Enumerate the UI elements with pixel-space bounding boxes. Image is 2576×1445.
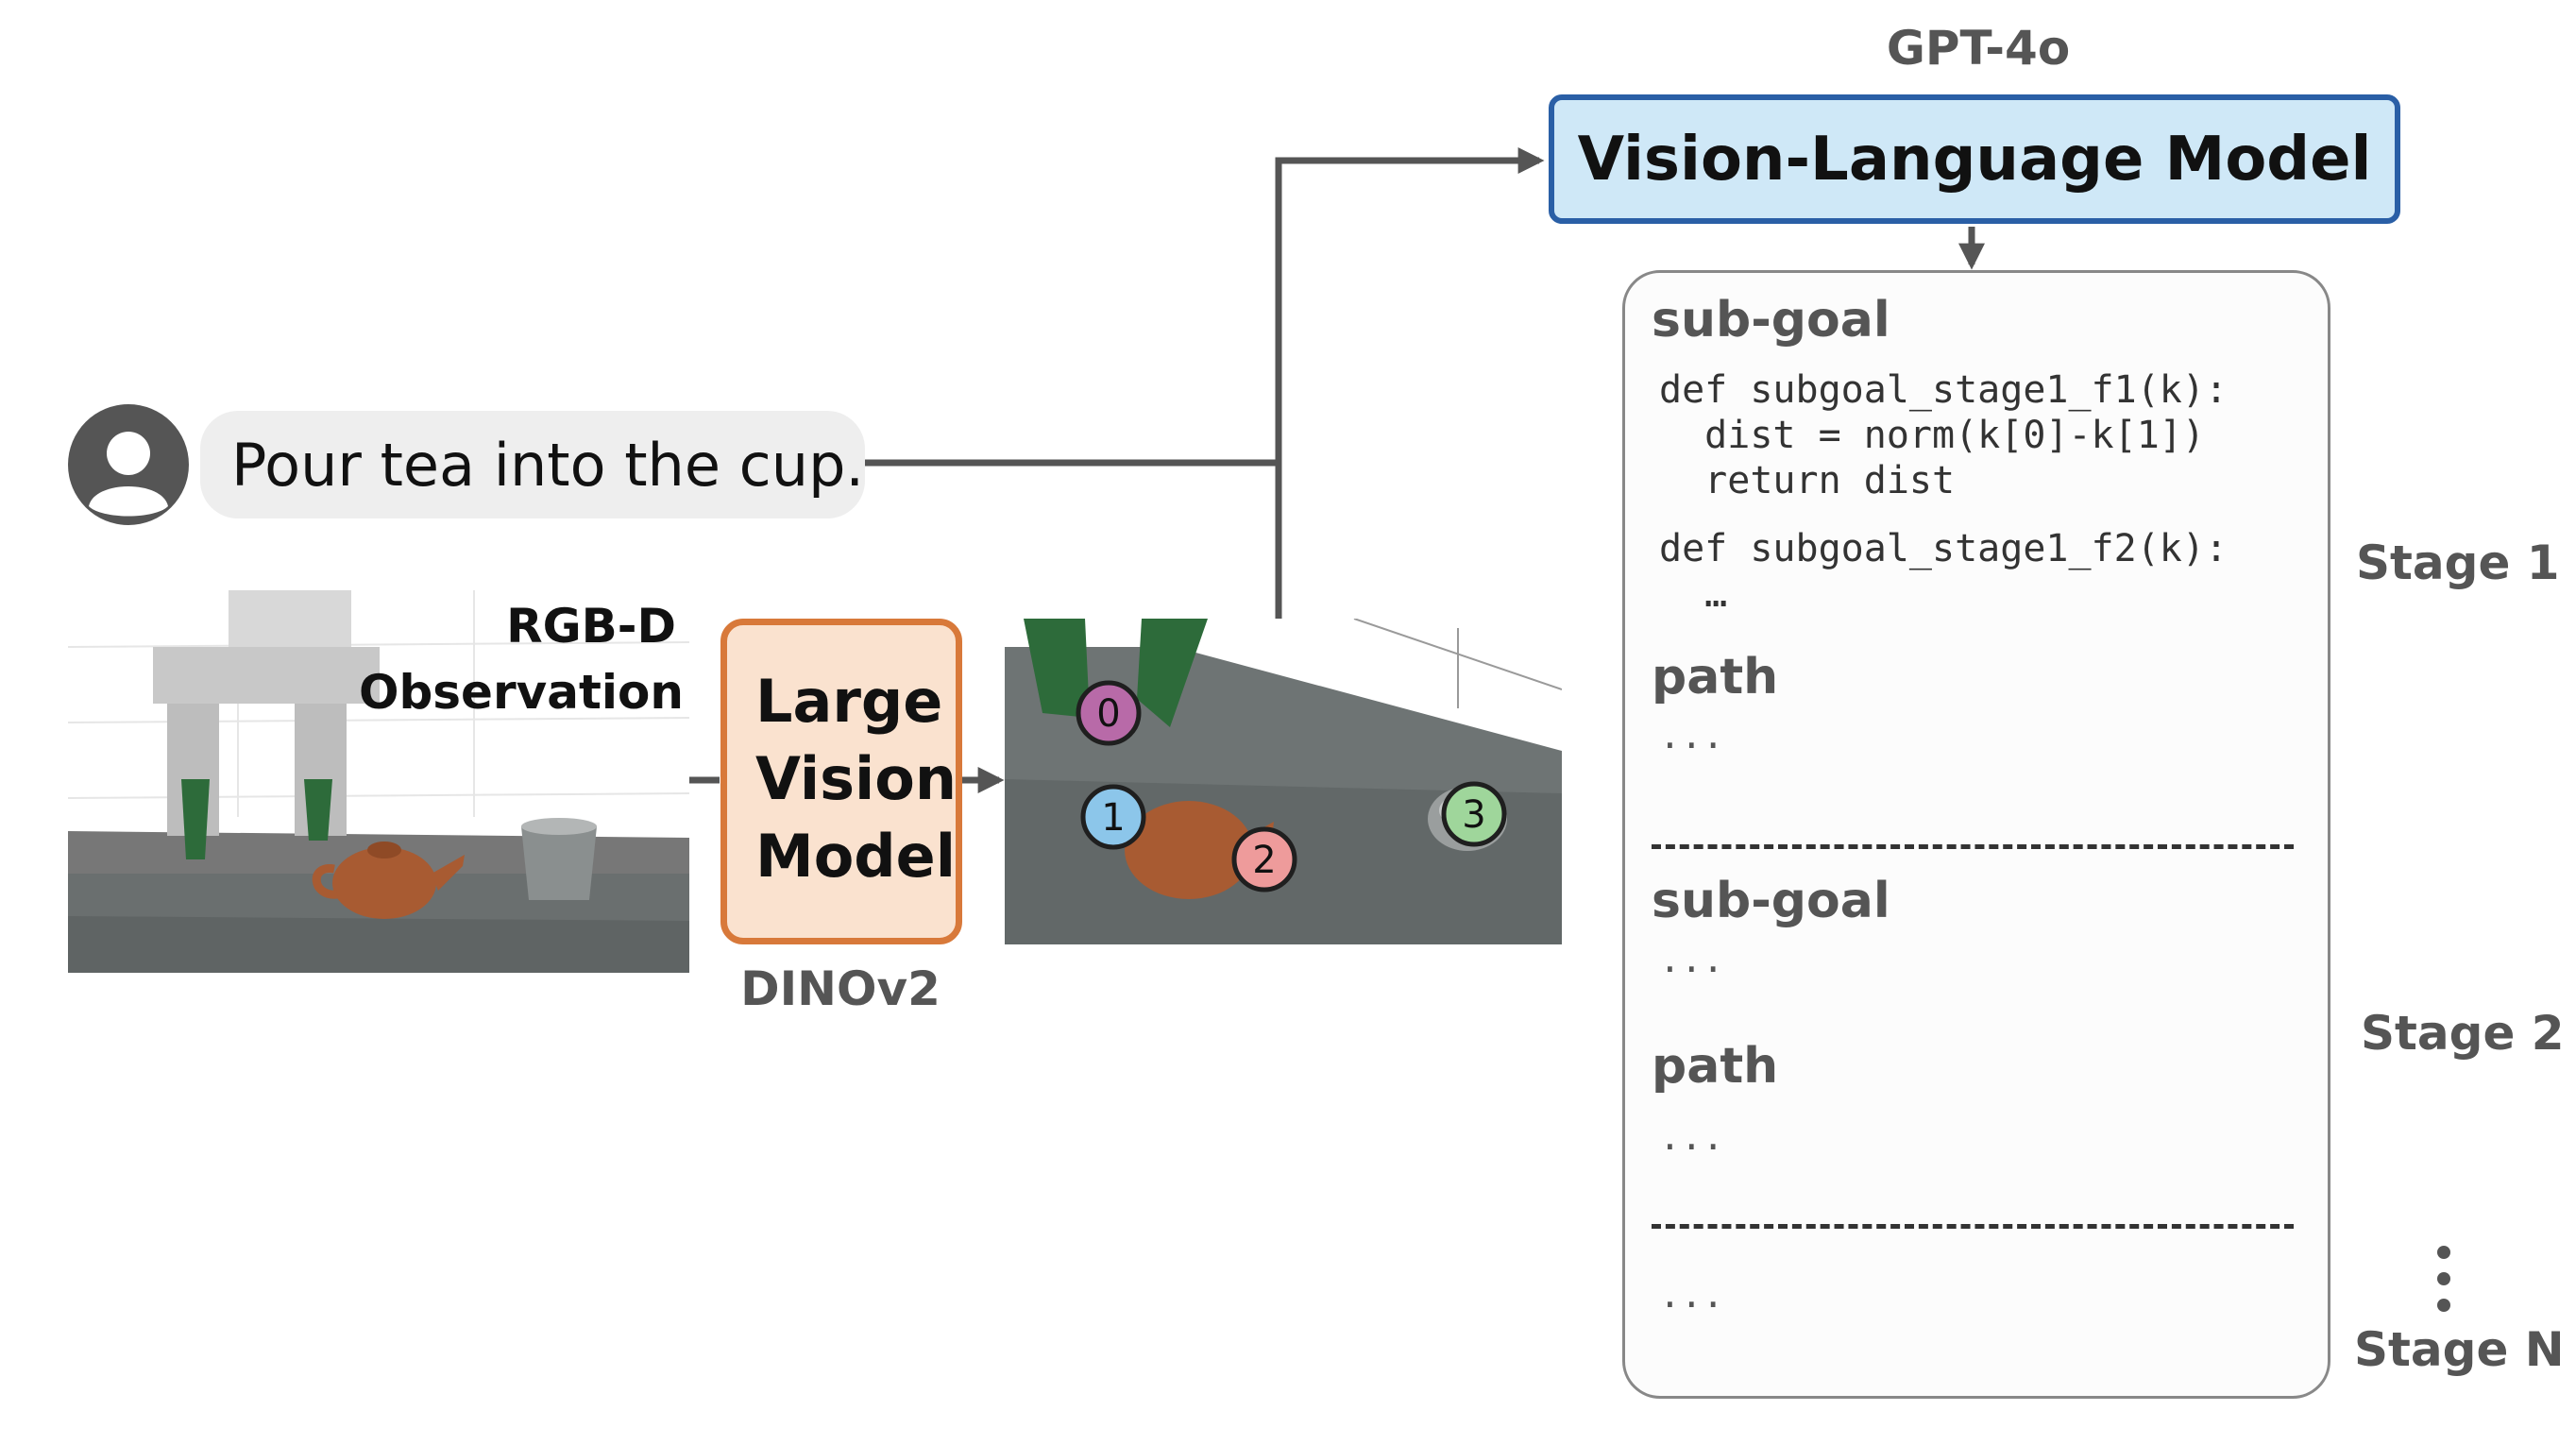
- rgbd-observation-image: [68, 590, 689, 973]
- stage-divider-1: [1652, 844, 2294, 849]
- keypoint-1-label: 1: [1101, 796, 1125, 840]
- lvm-line3: Model: [755, 822, 956, 891]
- keypoint-2-marker: 2: [1231, 826, 1297, 892]
- rgbd-label-line2: Observation: [359, 665, 684, 720]
- plan-panel: sub-goal def subgoal_stage1_f1(k): dist …: [1622, 270, 2330, 1399]
- user-avatar-icon: [68, 404, 189, 525]
- keypoint-annotated-image: 0 1 2 3: [1005, 619, 1562, 944]
- stage1-path-ellipsis: ...: [1659, 715, 1724, 756]
- rgbd-observation-label: RGB-D Observation: [359, 593, 684, 725]
- stage1-code-line2: dist = norm(k[0]-k[1]): [1659, 414, 2205, 457]
- stage1-code-line4: def subgoal_stage1_f2(k):: [1659, 527, 2229, 570]
- stage-2-label: Stage 2: [2361, 1006, 2565, 1061]
- stage-divider-2: [1652, 1224, 2294, 1229]
- vertical-ellipsis-icon: [2437, 1246, 2450, 1312]
- keypoint-0-marker: 0: [1076, 680, 1142, 746]
- stage1-path-header: path: [1652, 649, 1779, 706]
- instruction-to-vlm-arrow: [865, 147, 1545, 467]
- lvm-backbone-label: DINOv2: [740, 961, 941, 1016]
- large-vision-model-box: Large Vision Model: [720, 619, 962, 944]
- stage1-code-line1: def subgoal_stage1_f1(k):: [1659, 368, 2229, 412]
- stage-n-label: Stage N: [2354, 1322, 2565, 1377]
- keypoint-1-marker: 1: [1080, 784, 1146, 850]
- keypoint-2-label: 2: [1252, 839, 1276, 882]
- keypoint-3-marker: 3: [1441, 781, 1507, 847]
- stage1-subgoal-header: sub-goal: [1652, 292, 1890, 348]
- stage2-subgoal-header: sub-goal: [1652, 873, 1890, 929]
- instruction-text: Pour tea into the cup.: [231, 431, 865, 500]
- keypoint-3-circle: [1441, 781, 1507, 847]
- keypoint-1-circle: [1080, 784, 1146, 850]
- stage-1-label: Stage 1: [2356, 536, 2560, 590]
- stage2-path-ellipsis: ...: [1659, 1116, 1724, 1158]
- rgbd-label-line1: RGB-D: [506, 599, 676, 654]
- keypoint-2-circle: [1231, 826, 1297, 892]
- vlm-provider-label: GPT-4o: [1886, 21, 2071, 76]
- lvm-line1: Large: [755, 667, 943, 736]
- instruction-bubble: [200, 411, 865, 518]
- keypoint-0-label: 0: [1096, 692, 1120, 736]
- vlm-title: Vision-Language Model: [1577, 124, 2372, 195]
- stage1-code-line5: …: [1659, 572, 1728, 616]
- keypoint-0-circle: [1076, 680, 1142, 746]
- lvm-line2: Vision: [755, 744, 958, 813]
- keypoint-3-label: 3: [1462, 793, 1485, 837]
- stage2-path-header: path: [1652, 1038, 1779, 1095]
- stage1-code-line3: return dist: [1659, 459, 1956, 502]
- stage2-subgoal-ellipsis: ...: [1659, 939, 1724, 980]
- vlm-box: Vision-Language Model: [1549, 94, 2400, 224]
- final-ellipsis: ...: [1659, 1274, 1724, 1316]
